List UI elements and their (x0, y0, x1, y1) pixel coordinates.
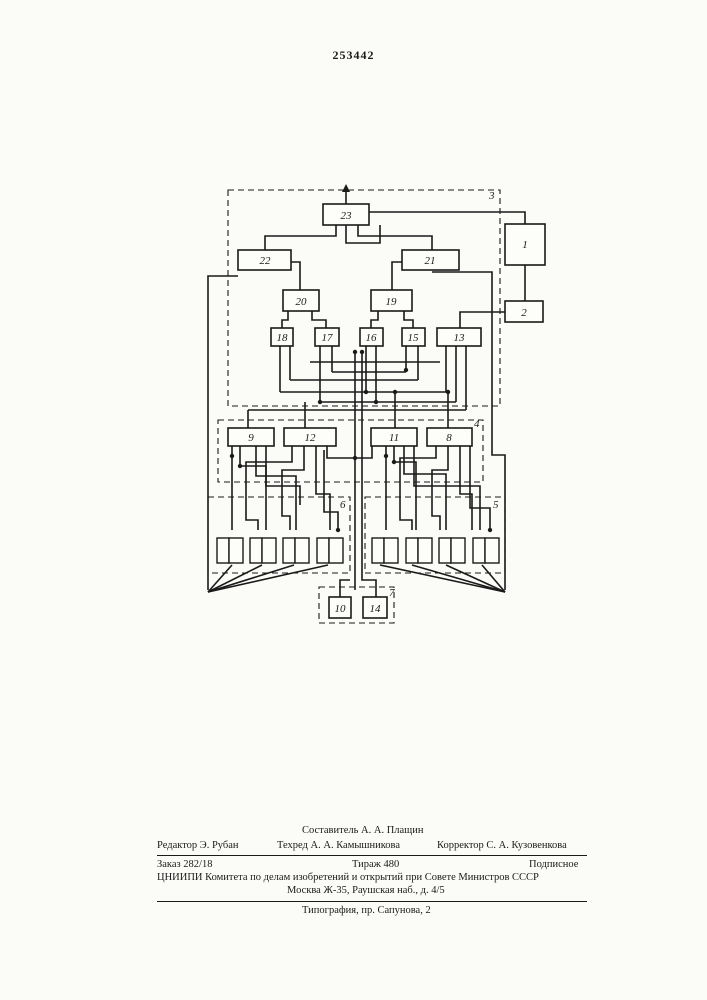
imprint-printer: Типография, пр. Сапунова, 2 (302, 905, 431, 916)
block-20-label: 20 (296, 296, 308, 308)
imprint-rule (157, 855, 587, 856)
imprint-address: Москва Ж-35, Раушская наб., д. 4/5 (287, 885, 445, 896)
block-13-label: 13 (454, 332, 466, 344)
block-12-label: 12 (305, 432, 317, 444)
block-2-label: 2 (521, 307, 527, 319)
block-15-label: 15 (408, 332, 420, 344)
block-8-label: 8 (446, 432, 452, 444)
block-21-label: 21 (425, 255, 436, 267)
imprint-rule-bottom (157, 901, 587, 902)
block-18-label: 18 (277, 332, 289, 344)
block-14-label: 14 (370, 603, 382, 615)
block-22-label: 22 (260, 255, 272, 267)
block-10-label: 10 (335, 603, 347, 615)
block-16-label: 16 (366, 332, 378, 344)
cell-pairs-group-6 (217, 538, 343, 563)
group-5-label: 5 (493, 499, 499, 511)
block-1-label: 1 (522, 239, 528, 251)
imprint-techred: Техред А. А. Камышникова (277, 840, 400, 851)
group-4-label: 4 (474, 418, 480, 430)
imprint-circulation: Тираж 480 (352, 859, 399, 870)
cell-pairs-group-5 (372, 538, 499, 563)
imprint-corrector: Корректор С. А. Кузовенкова (437, 840, 567, 851)
imprint-org-line: ЦНИИПИ Комитета по делам изобретений и о… (157, 872, 539, 883)
group-7-label: 7 (389, 587, 395, 599)
group-3-label: 3 (488, 190, 495, 202)
block-17-label: 17 (322, 332, 334, 344)
block-23-label: 23 (341, 210, 353, 222)
imprint-compiler: Составитель А. А. Плащин (302, 825, 424, 836)
imprint-editor: Редактор Э. Рубан (157, 840, 239, 851)
block-19-label: 19 (386, 296, 398, 308)
block-9-label: 9 (248, 432, 254, 444)
imprint-order: Заказ 282/18 (157, 859, 212, 870)
imprint-subscription: Подписное (529, 859, 578, 870)
group-6-label: 6 (340, 499, 346, 511)
block-11-label: 11 (389, 432, 399, 444)
